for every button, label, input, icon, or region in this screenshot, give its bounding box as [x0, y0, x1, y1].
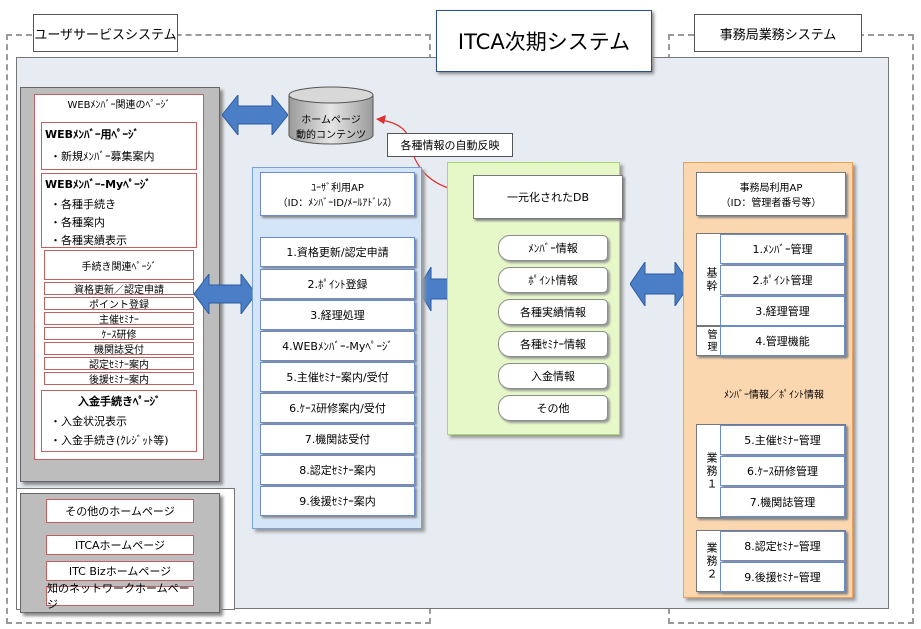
payment-item: ・入金手続き(ｸﾚｼﾞｯﾄ等)	[50, 434, 169, 447]
homepage-link[interactable]: ITCAホームページ	[46, 535, 194, 555]
cylinder-label-1: ホームページ	[301, 115, 361, 126]
double-arrow-icon	[222, 95, 288, 135]
group-gyomu1-label: 業務１	[705, 451, 718, 491]
office-ap-item[interactable]: 5.主催ｾﾐﾅｰ管理	[720, 425, 845, 455]
homepage-link[interactable]: ITC Bizホームページ	[46, 561, 194, 581]
db-item: 各種実績情報	[498, 299, 608, 325]
double-arrow-icon	[194, 274, 256, 314]
other-pages-title: その他のホームページ	[46, 499, 194, 523]
db-item: 各種ｾﾐﾅｰ情報	[498, 331, 608, 357]
office-ap-item[interactable]: 6.ｹｰｽ研修管理	[720, 456, 845, 486]
db-item: 入金情報	[498, 363, 608, 389]
user-ap-item[interactable]: 8.認定ｾﾐﾅｰ案内	[260, 455, 415, 485]
payment-item: ・入金状況表示	[50, 415, 127, 428]
user-ap-item[interactable]: 4.WEBﾒﾝﾊﾞｰ-Myﾍﾟｰｼﾞ	[260, 331, 415, 361]
auto-reflect-label: 各種情報の自動反映	[387, 133, 513, 157]
user-ap-item[interactable]: 6.ｹｰｽ研修案内/受付	[260, 393, 415, 423]
group-kikan-label: 基幹	[705, 266, 718, 293]
my-item: ・各種手続き	[50, 198, 116, 211]
user-ap-item[interactable]: 3.経理処理	[260, 300, 415, 330]
member-item: ・新規ﾒﾝﾊﾞｰ募集案内	[50, 150, 155, 163]
my-item: ・各種実績表示	[50, 234, 127, 247]
group-kanri-label: 管理	[705, 329, 716, 353]
db-title: 一元化されたDB	[473, 175, 623, 219]
cylinder-label-2: 動的コンテンツ	[296, 130, 366, 141]
member-page-title: WEBﾒﾝﾊﾞｰ用ﾍﾟｰｼﾞ	[45, 128, 140, 141]
office-ap-item[interactable]: 4.管理機能	[720, 326, 845, 356]
procedure-item: ポイント登録	[44, 297, 194, 311]
my-item: ・各種案内	[50, 216, 105, 229]
user-ap-item[interactable]: 1.資格更新/認定申請	[260, 237, 415, 267]
db-item: その他	[498, 395, 608, 421]
web-pages-header: WEBﾒﾝﾊﾞｰ関連のﾍﾟｰｼﾞ	[67, 100, 171, 111]
office-ap-item[interactable]: 2.ﾎﾟｲﾝﾄ管理	[720, 265, 845, 295]
procedure-item: 認定ｾﾐﾅｰ案内	[44, 357, 194, 371]
office-ap-item[interactable]: 9.後援ｾﾐﾅｰ管理	[720, 562, 845, 592]
user-ap-item[interactable]: 2.ﾎﾟｲﾝﾄ登録	[260, 269, 415, 299]
db-item: ﾒﾝﾊﾞｰ情報	[498, 235, 608, 261]
homepage-link[interactable]: 知のネットワークホームページ	[46, 582, 194, 611]
office-ap-title-2: （ID：管理者番号等）	[720, 198, 822, 209]
link-label: ﾒﾝﾊﾞｰ情報／ﾎﾟｲﾝﾄ情報	[724, 390, 824, 401]
group-gyomu2-label: 業務２	[705, 541, 718, 581]
my-page-box	[41, 173, 197, 248]
user-ap-item[interactable]: 9.後援ｾﾐﾅｰ案内	[260, 486, 415, 516]
procedure-item: 主催ｾﾐﾅｰ	[44, 312, 194, 326]
office-system-label: 事務局業務システム	[694, 14, 862, 52]
user-ap-title: ﾕｰｻﾞ利用AP （ID：ﾒﾝﾊﾞｰID/ﾒｰﾙｱﾄﾞﾚｽ）	[260, 172, 415, 216]
office-ap-title: 事務局利用AP （ID：管理者番号等）	[696, 172, 846, 216]
office-ap-item[interactable]: 1.ﾒﾝﾊﾞｰ管理	[720, 234, 845, 264]
my-page-title: WEBﾒﾝﾊﾞｰ-Myﾍﾟｰｼﾞ	[45, 178, 151, 191]
office-ap-item[interactable]: 3.経理管理	[720, 296, 845, 326]
office-ap-title-1: 事務局利用AP	[739, 183, 803, 194]
user-ap-item[interactable]: 7.機関誌受付	[260, 424, 415, 454]
procedure-item: 後援ｾﾐﾅｰ案内	[44, 372, 194, 386]
user-ap-item[interactable]: 5.主催ｾﾐﾅｰ案内/受付	[260, 362, 415, 392]
db-item: ﾎﾟｲﾝﾄ情報	[498, 267, 608, 293]
dynamic-content-cylinder	[288, 86, 374, 145]
procedure-item: 機関誌受付	[44, 342, 194, 356]
office-ap-item[interactable]: 8.認定ｾﾐﾅｰ管理	[720, 531, 845, 561]
double-arrow-icon	[630, 262, 690, 306]
user-ap-title-1: ﾕｰｻﾞ利用AP	[311, 183, 364, 194]
procedure-item: 資格更新／認定申請	[44, 282, 194, 296]
procedure-title: 手続き関連ﾍﾟｰｼﾞ	[44, 250, 194, 280]
user-ap-title-2: （ID：ﾒﾝﾊﾞｰID/ﾒｰﾙｱﾄﾞﾚｽ）	[277, 198, 398, 209]
user-system-label: ユーザサービスシステム	[33, 14, 178, 52]
payment-box	[41, 390, 197, 452]
page-title: ITCA次期システム	[436, 10, 652, 72]
payment-title: 入金手続きﾍﾟｰｼﾞ	[78, 395, 161, 408]
office-ap-item[interactable]: 7.機関誌管理	[720, 487, 845, 517]
member-page-box	[41, 122, 197, 170]
procedure-item: ｹｰｽ研修	[44, 327, 194, 341]
